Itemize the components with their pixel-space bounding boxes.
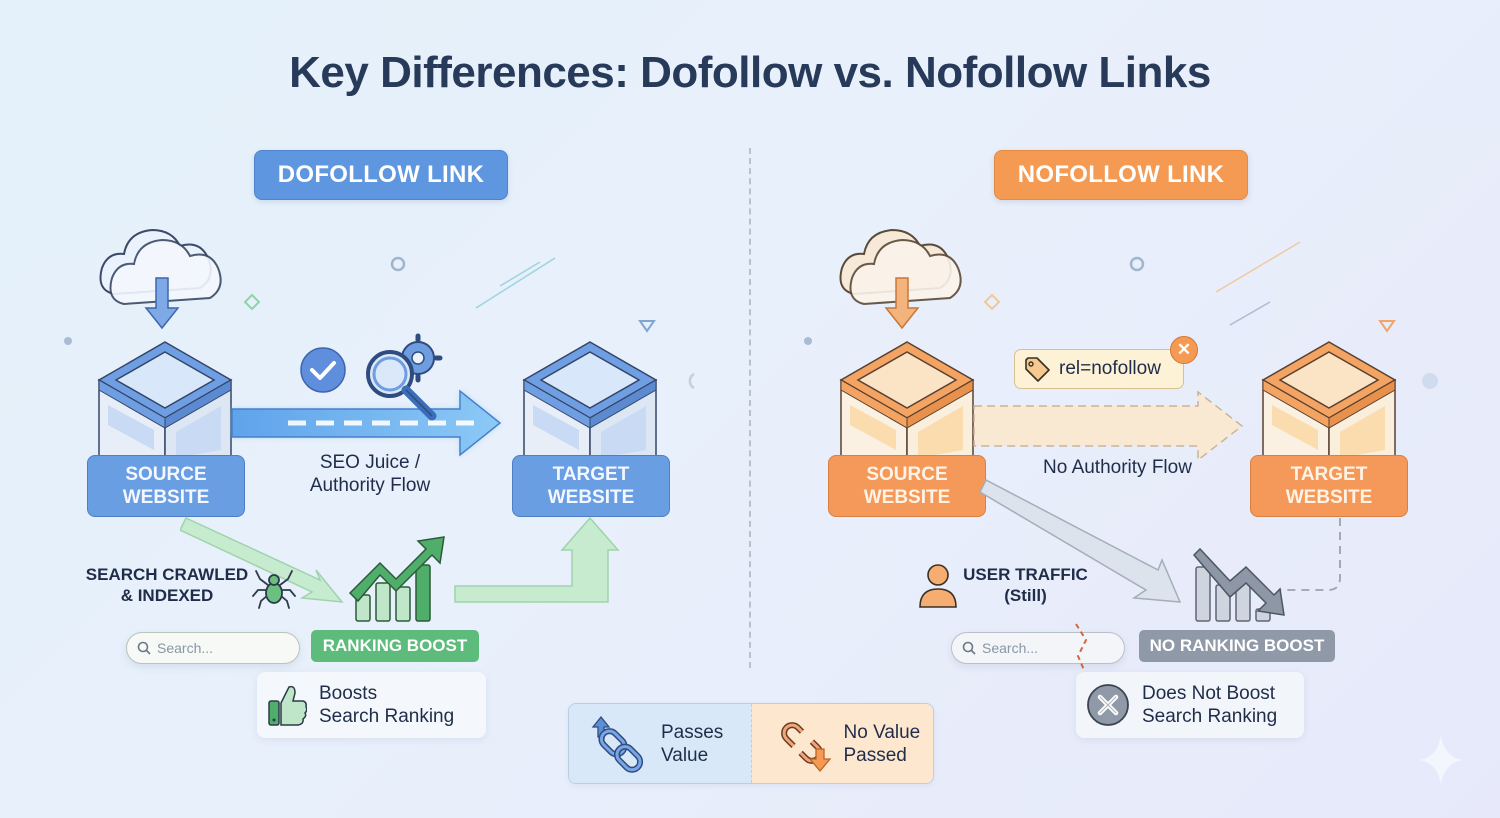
green-flow-arrows: [180, 516, 620, 603]
legend-no-value: No Value Passed: [751, 704, 933, 783]
search-icon: [962, 641, 976, 655]
traffic-label-line1: USER TRAFFIC: [963, 565, 1088, 584]
nofollow-search-input[interactable]: Search...: [951, 632, 1125, 664]
target-server-icon: [522, 341, 658, 460]
source-label-line2: WEBSITE: [863, 487, 951, 508]
dofollow-target-website: TARGET WEBSITE: [512, 455, 670, 517]
crawl-label-line1: SEARCH CRAWLED: [85, 565, 249, 584]
source-label-line1: SOURCE: [125, 464, 207, 485]
tag-label: rel=nofollow: [1059, 358, 1161, 379]
target-label-line2: WEBSITE: [547, 487, 635, 508]
search-placeholder: Search...: [982, 640, 1039, 656]
broken-chain-down-icon: [780, 721, 831, 772]
cloud-download-icon: [839, 228, 962, 330]
close-circle-icon: ✕: [1170, 336, 1198, 364]
center-divider: [749, 148, 751, 668]
broken-link-mark: [1075, 623, 1088, 671]
dofollow-flow-label: SEO Juice / Authority Flow: [290, 451, 450, 497]
no-value-line1: No Value: [843, 721, 921, 743]
traffic-label-line2: (Still): [1004, 586, 1047, 605]
decline-chart-icon: [1192, 547, 1285, 622]
legend-passes-value: Passes Value: [569, 704, 752, 783]
source-label-line1: SOURCE: [866, 464, 948, 485]
no-value-line2: Passed: [843, 744, 907, 766]
rel-nofollow-tag: rel=nofollow: [1014, 349, 1184, 389]
x-circle-icon: [1087, 684, 1129, 726]
no-ranking-boost-badge: NO RANKING BOOST: [1139, 630, 1335, 662]
nofollow-flow-label: No Authority Flow: [1043, 457, 1192, 478]
user-traffic-label: USER TRAFFIC (Still): [958, 564, 1093, 606]
nofollow-source-website: SOURCE WEBSITE: [828, 455, 986, 517]
tag-icon: [1025, 357, 1050, 382]
dofollow-header: DOFOLLOW LINK: [254, 150, 508, 200]
growth-chart-icon: [348, 536, 445, 622]
authority-flow-arrow: [231, 389, 502, 457]
boosts-ranking-card: Boosts Search Ranking: [257, 672, 486, 738]
sparkle-icon: [1419, 735, 1463, 785]
ranking-boost-badge: RANKING BOOST: [311, 630, 479, 662]
target-server-icon: [1261, 341, 1397, 460]
target-label-line2: WEBSITE: [1285, 487, 1373, 508]
flow-label-line1: SEO Juice /: [319, 452, 421, 473]
passes-line1: Passes: [661, 721, 724, 743]
no-boost-ranking-card: Does Not Boost Search Ranking: [1076, 672, 1304, 738]
no-authority-flow-arrow: [973, 390, 1244, 462]
cloud-download-icon: [99, 228, 222, 330]
result-line2: Search Ranking: [319, 706, 455, 727]
nofollow-header: NOFOLLOW LINK: [994, 150, 1248, 200]
crawl-label-line2: & INDEXED: [120, 586, 214, 605]
nofollow-target-website: TARGET WEBSITE: [1250, 455, 1408, 517]
result-line2: Search Ranking: [1142, 706, 1278, 727]
dofollow-source-website: SOURCE WEBSITE: [87, 455, 245, 517]
dofollow-search-input[interactable]: Search...: [126, 632, 300, 664]
search-icon: [137, 641, 151, 655]
legend: Passes Value No Value Passed: [568, 703, 934, 784]
source-server-icon: [97, 341, 233, 460]
grey-flow-arrows: [980, 478, 1341, 603]
check-circle-icon: [300, 347, 346, 393]
magnifier-gear-icon: [366, 333, 443, 421]
chain-link-up-icon: [591, 715, 644, 773]
thumbs-up-icon: [268, 685, 307, 726]
spider-icon: [252, 570, 296, 609]
crawl-label: SEARCH CRAWLED & INDEXED: [82, 564, 252, 606]
flow-label-line2: Authority Flow: [309, 475, 431, 496]
source-server-icon: [839, 341, 975, 460]
search-placeholder: Search...: [157, 640, 214, 656]
passes-line2: Value: [661, 744, 709, 766]
user-icon: [919, 564, 957, 608]
source-label-line2: WEBSITE: [122, 487, 210, 508]
result-line1: Boosts: [319, 683, 378, 704]
target-label-line1: TARGET: [1290, 464, 1368, 485]
target-label-line1: TARGET: [552, 464, 630, 485]
result-line1: Does Not Boost: [1142, 683, 1276, 704]
page-title: Key Differences: Dofollow vs. Nofollow L…: [289, 48, 1211, 97]
